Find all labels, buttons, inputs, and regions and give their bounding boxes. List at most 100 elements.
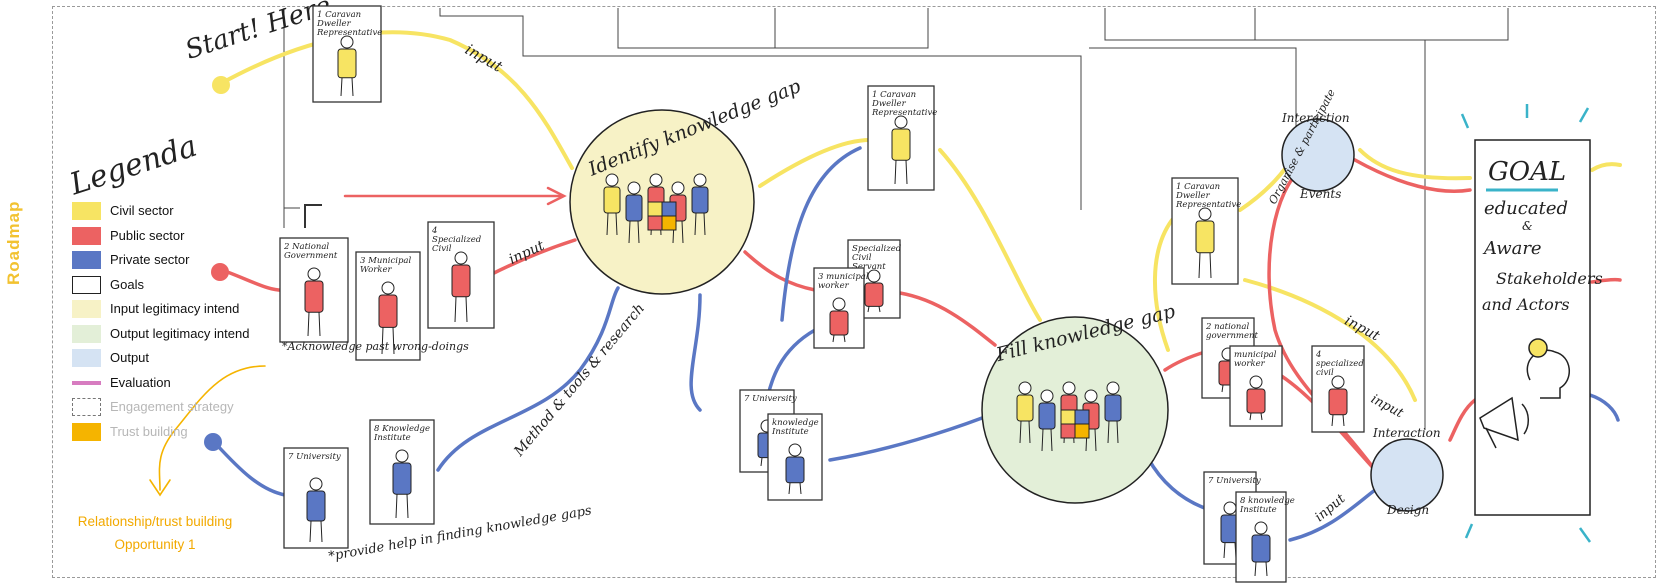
person-legs-icon xyxy=(606,212,618,236)
legend-label: Private sector xyxy=(110,252,190,267)
person-legs-icon xyxy=(1254,561,1268,577)
input-label-4: input xyxy=(1368,392,1406,422)
legend-swatch xyxy=(72,398,101,416)
person-body-icon xyxy=(451,264,471,298)
puzzle-piece-icon xyxy=(661,201,677,217)
person-icon xyxy=(1084,389,1098,403)
goal-rays xyxy=(1460,104,1592,543)
person-legs-icon xyxy=(1249,412,1263,421)
person-icon xyxy=(671,181,685,195)
head-lightbulb-icon xyxy=(1526,338,1570,399)
person-legs-icon xyxy=(628,220,640,244)
trust-note-line2: Opportunity 1 xyxy=(114,537,196,552)
legend-label: Trust building xyxy=(110,423,188,439)
person-icon xyxy=(381,281,395,295)
puzzle-piece-icon xyxy=(1060,409,1076,425)
input-label-5: input xyxy=(1312,491,1349,525)
input-label-2: input xyxy=(507,238,548,268)
person-legs-icon xyxy=(381,327,395,355)
trust-note-line1: Relationship/trust building xyxy=(77,514,233,529)
public-flow-2 xyxy=(488,238,577,277)
goal-line4: Stakeholders xyxy=(1496,269,1603,288)
person-icon xyxy=(1018,381,1032,395)
person-body-icon xyxy=(1328,388,1348,416)
top-connectors xyxy=(283,8,1509,430)
public-flow-5 xyxy=(1163,350,1207,372)
person-legs-icon xyxy=(788,482,802,495)
legend-label: Civil sector xyxy=(110,203,174,218)
legend-swatch xyxy=(72,324,101,343)
legend-label: Input legitimacy intend xyxy=(110,301,240,316)
person-body-icon xyxy=(378,294,398,328)
actor-label: 7 University xyxy=(1208,476,1261,486)
person-legs-icon xyxy=(1198,252,1212,279)
person-body-icon xyxy=(625,194,643,222)
person-body-icon xyxy=(337,48,357,79)
legend-label: Output xyxy=(110,350,150,365)
person-body-icon xyxy=(891,128,911,161)
public-flow-3 xyxy=(743,250,817,292)
civil-flow-start xyxy=(218,30,574,170)
person-icon xyxy=(309,477,323,491)
public-flow-8 xyxy=(1353,158,1472,193)
person-icon xyxy=(1198,207,1212,221)
bracket-mark xyxy=(304,204,322,228)
private-flow-6 xyxy=(828,416,984,462)
trust-note: Relationship/trust building Opportunity … xyxy=(60,510,250,556)
person-icon xyxy=(1062,381,1076,395)
private-flow-4 xyxy=(780,146,862,322)
person-icon xyxy=(894,115,908,129)
start-dot-public xyxy=(211,263,229,281)
method-label: Method & tools & research xyxy=(511,301,649,461)
person-icon xyxy=(1254,521,1268,535)
legend-swatch xyxy=(72,226,101,245)
private-flow-start xyxy=(214,442,287,497)
person-body-icon xyxy=(603,186,621,214)
person-icon xyxy=(1249,375,1263,389)
person-legs-icon xyxy=(309,520,323,543)
private-flow-3 xyxy=(689,293,702,412)
civil-flow-5 xyxy=(1358,148,1472,181)
person-body-icon xyxy=(1246,388,1266,414)
person-icon xyxy=(1106,381,1120,395)
person-body-icon xyxy=(304,280,324,313)
person-legs-icon xyxy=(1107,420,1119,444)
person-body-icon xyxy=(1195,220,1215,254)
puzzle-piece-icon xyxy=(647,201,663,217)
goal-line3: Aware xyxy=(1482,238,1542,259)
person-body-icon xyxy=(785,456,805,484)
person-body-icon xyxy=(1016,394,1034,422)
person-icon xyxy=(867,269,881,283)
civil-flow-7 xyxy=(1590,162,1622,172)
interaction-events-top: Interaction xyxy=(1281,111,1350,125)
person-icon xyxy=(340,35,354,49)
goal-title: GOAL xyxy=(1488,157,1566,187)
legend-label: Evaluation xyxy=(110,374,171,390)
public-flow-4 xyxy=(898,291,997,347)
person-legs-icon xyxy=(867,306,881,313)
megaphone-icon xyxy=(1479,396,1529,449)
person-legs-icon xyxy=(1019,420,1031,444)
person-body-icon xyxy=(1038,402,1056,430)
person-icon xyxy=(605,173,619,187)
person-body-icon xyxy=(691,186,709,214)
legend-label: Goals xyxy=(110,276,144,292)
legend-swatch xyxy=(72,202,101,220)
interaction-design-top: Interaction xyxy=(1372,426,1441,440)
legend-label: Engagement strategy xyxy=(110,399,234,414)
person-legs-icon xyxy=(1041,428,1053,452)
